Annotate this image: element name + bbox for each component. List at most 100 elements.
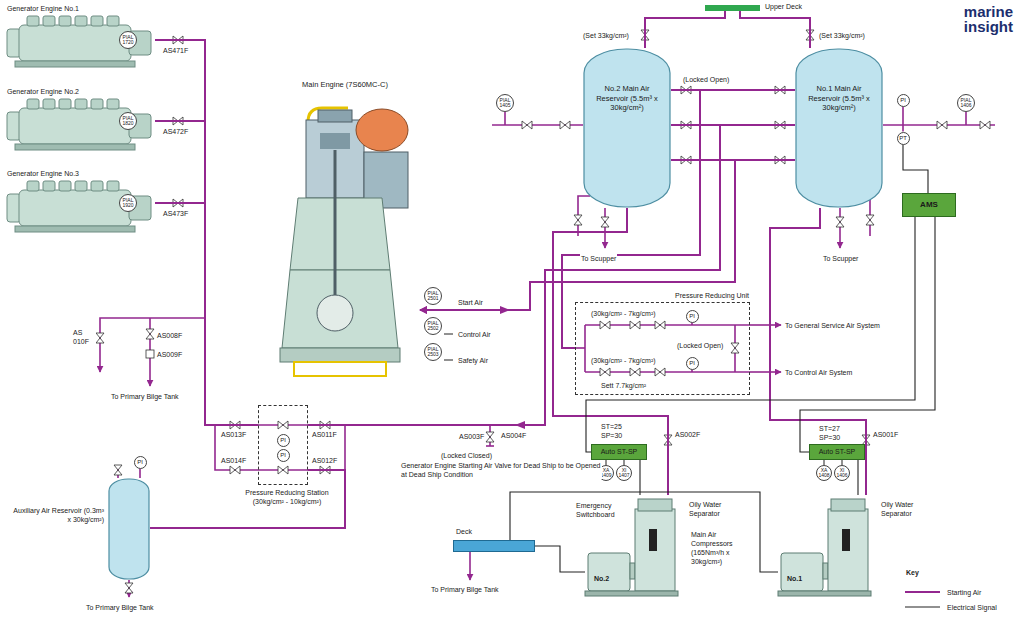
main-engine: Main Engine (7S60MC-C): [270, 78, 420, 380]
path-shape: [905, 606, 940, 607]
use-shape: [980, 121, 990, 129]
rect-shape: [91, 99, 103, 109]
equipment-outline: [270, 78, 420, 380]
node-label: Auxiliary Air Reservoir (0.3m³ x 30kg/cm…: [8, 506, 104, 524]
node-label: Pressure Reducing Unit: [576, 291, 749, 300]
equipment-outline: [108, 478, 150, 580]
node-label: Generator Engine No.1: [5, 3, 155, 14]
rect-shape: [796, 49, 882, 207]
callout-label: To Primary Bilge Tank: [430, 585, 500, 594]
node-label: No.1: [787, 574, 802, 583]
callout-label: (Set 33kg/cm²): [582, 31, 630, 40]
node-label: PI: [689, 360, 695, 366]
rect-shape: [107, 181, 119, 191]
path-shape: [486, 445, 494, 447]
deck-bar: Upper Deck: [705, 5, 760, 11]
rect-shape: [778, 591, 871, 596]
callout-label: AS008F: [156, 331, 183, 340]
air-reservoir: No.2 Main Air Reservoir (5.5m³ x 30kg/cm…: [583, 48, 671, 208]
path-shape: [902, 107, 904, 126]
generator-engine: Generator Engine No.3PIAL 1920: [5, 168, 155, 234]
path-shape: [444, 360, 453, 361]
pressure-gauge: PI: [686, 357, 699, 370]
air-compressor: No.2: [585, 495, 680, 598]
use-shape: [278, 466, 288, 474]
node-label: Generator Engine No.2: [5, 86, 155, 97]
use-shape: [731, 343, 739, 353]
equipment-outline: [583, 48, 671, 208]
rect-shape: [27, 181, 39, 191]
node-label: XI 1407: [617, 468, 631, 479]
steam-trap: [146, 350, 154, 358]
use-shape: [574, 215, 582, 225]
callout-label: To Scupper: [822, 254, 859, 263]
rect-shape: [19, 108, 131, 144]
signal-wire: [903, 145, 928, 194]
rect-shape: [59, 181, 71, 191]
node-label: PIAL 1720: [121, 35, 136, 46]
rect-shape: [91, 181, 103, 191]
pressure-gauge: PI: [686, 310, 699, 323]
path-shape: [750, 371, 781, 373]
rect-shape: [15, 61, 135, 67]
path-shape: [215, 425, 258, 470]
rect-shape: [588, 553, 630, 591]
callout-label: ST=27: [818, 424, 841, 433]
path-shape: [139, 469, 141, 479]
node-label: Auto ST-SP: [592, 445, 646, 459]
pressure-gauge: XI 1406: [834, 465, 850, 481]
callout-label: (Locked Closed): [440, 451, 493, 460]
control-box: Auto ST-SP: [591, 444, 647, 460]
rect-shape: [630, 563, 635, 579]
path-shape: [100, 318, 205, 372]
path-shape: [750, 324, 781, 326]
pressure-gauge: PIAL 2502: [424, 317, 442, 335]
rect-shape: [43, 99, 55, 109]
node-label: PI: [689, 313, 695, 319]
pressure-gauge: PIAL 2501: [424, 287, 442, 305]
brand-logo: marine insight: [940, 4, 1014, 34]
ellipse-shape: [356, 109, 408, 151]
rect-shape: [635, 509, 675, 591]
callout-label: (30kg/cm² - 7kg/cm²): [590, 356, 657, 365]
callout-label: AS472F: [162, 127, 189, 136]
reducing-station: Pressure Reducing Station (30kg/cm² - 10…: [258, 405, 308, 485]
node-label: PIAL 1406: [959, 98, 974, 109]
rect-shape: [831, 499, 865, 511]
legend-text: Electrical Signal: [946, 603, 998, 612]
node-label: Emergency Switchboard: [576, 501, 628, 519]
equipment-outline: [778, 495, 873, 598]
node-label: No.2 Main Air Reservoir (5.5m³ x 30kg/cm…: [592, 84, 662, 113]
rect-shape: [91, 16, 103, 26]
pressure-gauge: PIAL 1820: [119, 112, 137, 130]
rect-shape: [107, 99, 119, 109]
air-pipe: [155, 40, 258, 425]
air-pipe: [553, 208, 668, 495]
callout-label: Oily Water Separator: [688, 500, 740, 518]
callout-label: Safety Air: [457, 356, 489, 365]
callout-label: (Set 33kg/cm²): [818, 31, 866, 40]
rect-shape: [15, 144, 135, 150]
signal-wire: [800, 217, 935, 452]
control-box: Auto ST-SP: [809, 444, 865, 460]
callout-label: AS014F: [220, 456, 247, 465]
path-shape: [905, 591, 940, 593]
node-label: PI: [280, 452, 286, 458]
callout-label: AS001F: [872, 430, 899, 439]
use-shape: [630, 368, 640, 376]
use-shape: [146, 329, 154, 339]
node-label: PIAL 1920: [121, 198, 136, 209]
node-label: PIAL 1820: [121, 116, 136, 127]
use-shape: [630, 321, 640, 329]
use-shape: [601, 217, 609, 227]
pressure-gauge: PIAL 2503: [424, 343, 442, 361]
use-shape: [486, 432, 494, 442]
node-label: Pressure Reducing Station (30kg/cm² - 10…: [231, 488, 343, 506]
callout-label: AS 010F: [72, 328, 96, 346]
node-label: PIAL 2502: [426, 321, 441, 332]
pressure-gauge: PI: [277, 434, 290, 447]
rect-shape: [649, 529, 657, 551]
use-shape: [96, 333, 104, 343]
air-reservoir: No.1 Main Air Reservoir (5.5m³ x 30kg/cm…: [795, 48, 883, 208]
